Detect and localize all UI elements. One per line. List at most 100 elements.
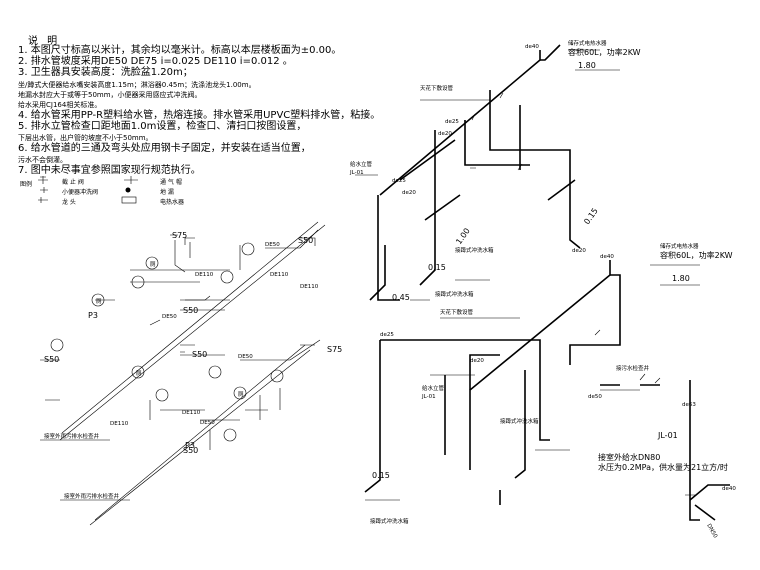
inlet-note: 水压为0.2MPa，供水量为21立方/时 bbox=[598, 462, 728, 472]
pipe-size-label: de40 bbox=[600, 254, 614, 260]
trap-label: P3 bbox=[88, 311, 98, 320]
fixture-icon bbox=[131, 365, 145, 379]
fixture-icon bbox=[155, 388, 169, 402]
ceiling-pipe-note: 天花下敷设管 bbox=[440, 308, 474, 316]
fixture-icon bbox=[131, 275, 145, 289]
fixture-label: 厕 bbox=[136, 370, 142, 377]
note-line: 坐/蹲式大便器给水嘴安装高度1.15m；淋浴器0.45m；洗涤池龙头1.00m。 bbox=[18, 81, 256, 89]
elevation-label: 0.15 bbox=[428, 263, 446, 272]
pipe-size-label: DE110 bbox=[195, 272, 214, 278]
pipe-size-label: de20 bbox=[438, 131, 452, 137]
pipe-label-s50: S50 bbox=[44, 355, 59, 364]
fixture-icon bbox=[91, 293, 105, 307]
note-line: 给水采用CJ164相关标准。 bbox=[18, 101, 102, 109]
trap-icon bbox=[300, 237, 316, 246]
legend-symbols bbox=[38, 176, 138, 204]
fixture-note: 接蹲式冲洗水箱 bbox=[455, 246, 494, 254]
pipe-size-label: de25 bbox=[445, 119, 459, 125]
note-line: 下层出水管，出户管的坡度不小于50mm。 bbox=[18, 134, 153, 142]
water-heater-icon bbox=[121, 196, 137, 204]
riser-label: 给水立管 bbox=[422, 384, 445, 392]
fixture-note: 接蹲式冲洗水箱 bbox=[435, 290, 474, 298]
heater-spec: 容积60L，功率2KW bbox=[568, 47, 641, 57]
pipe-size-label: DN50 bbox=[705, 523, 718, 540]
legend-label: 图例 bbox=[20, 181, 33, 188]
supply-main-lower bbox=[469, 260, 611, 470]
outdoor-manhole-note: 接室外雨污排水检查井 bbox=[64, 492, 120, 500]
fixture-icon bbox=[50, 338, 64, 352]
fixture-icon bbox=[208, 365, 222, 379]
pipe-label-s75: S75 bbox=[327, 345, 342, 354]
pipe-size-label: DE50 bbox=[200, 420, 215, 426]
elevation-label: 0.45 bbox=[392, 293, 410, 302]
legend-item-faucet: 龙 头 bbox=[62, 199, 76, 206]
valve-icon bbox=[594, 329, 661, 384]
fixture-icon bbox=[220, 270, 234, 284]
trap-icon bbox=[180, 344, 315, 353]
trap-icon bbox=[180, 299, 230, 311]
pipe-size-label: DE110 bbox=[270, 272, 289, 278]
heater-spec: 容积60L，功率2KW bbox=[660, 250, 733, 260]
ceiling-pipe-note: 天花下敷设管 bbox=[420, 84, 454, 92]
pipe-size-label: DE50 bbox=[238, 354, 253, 360]
note-line: 7. 图中未尽事宜参照国家现行规范执行。 bbox=[18, 165, 201, 176]
riser-label: JL-01 bbox=[657, 431, 678, 440]
fixture-label: 厕 bbox=[150, 261, 156, 268]
pipe-size-label: DE110 bbox=[182, 410, 201, 416]
pipe-size-label: de20 bbox=[470, 358, 484, 364]
legend-item-vent-cap: 通 气 帽 bbox=[160, 179, 182, 186]
pipe-size-label: de20 bbox=[402, 190, 416, 196]
main-drain-upper bbox=[59, 224, 326, 441]
trap-icon bbox=[170, 234, 195, 245]
urinal-valve-icon bbox=[40, 187, 48, 193]
pipe-size-label: de50 bbox=[588, 394, 602, 400]
pipe-size-label: DE50 bbox=[265, 242, 280, 248]
heater-label: 储存式电热水器 bbox=[660, 242, 699, 250]
riser-label: JL-01 bbox=[421, 394, 436, 400]
legend-item-urinal-valve: 小便器冲洗阀 bbox=[62, 189, 99, 196]
pipe-size-label: DE110 bbox=[300, 284, 319, 290]
note-line: 污水不会倒灌。 bbox=[18, 156, 67, 164]
pipe-label-s75: S75 bbox=[172, 231, 187, 240]
main-drain-lower bbox=[89, 349, 311, 526]
note-line: 5. 排水立管检查口距地面1.0m设置，检查口、清扫口按图设置， bbox=[18, 121, 307, 132]
cleanout-note: 接污水检查井 bbox=[616, 364, 650, 372]
stop-valve-icon bbox=[38, 176, 48, 184]
fixture-label: 厕 bbox=[238, 391, 244, 398]
notes-title: 说 明 bbox=[28, 36, 61, 47]
outdoor-manhole-note: 接室外雨污排水检查井 bbox=[44, 432, 100, 440]
pipe-label-s50: S50 bbox=[192, 350, 207, 359]
supply-system-lower: de40 de25 de20 de50 de63 DN50 储存式电热水器 容积… bbox=[364, 242, 736, 540]
stop-valve-icon bbox=[685, 490, 695, 500]
riser-label: 给水立管 bbox=[350, 160, 373, 168]
elevation-label: 1.80 bbox=[672, 274, 690, 283]
fixture-icon bbox=[223, 428, 237, 442]
pipe-size-label: DE50 bbox=[162, 314, 177, 320]
floor-drain-icon bbox=[125, 187, 131, 193]
heater-label: 储存式电热水器 bbox=[568, 39, 607, 47]
pipe-label-s50: S50 bbox=[183, 306, 198, 315]
pipe-label-s50: S50 bbox=[298, 236, 313, 245]
note-line: 3. 卫生器具安装高度：洗脸盆1.20m； bbox=[18, 67, 193, 78]
valve-icon bbox=[470, 163, 523, 171]
riser-label: JL-01 bbox=[349, 170, 364, 176]
pipe-size-label: de40 bbox=[722, 486, 736, 492]
drainage-system: S75 S50 S50 S50 S50 S75 S50 DE50 DE50 DE… bbox=[40, 221, 342, 526]
elevation-label: 0.15 bbox=[582, 206, 600, 226]
legend-item-water-heater: 电热水器 bbox=[160, 199, 185, 206]
note-line: 4. 给水管采用PP-R塑料给水管，热熔连接。排水管采用UPVC塑料排水管，粘接… bbox=[18, 110, 381, 121]
note-line: 地漏水封应大于或等于50mm，小便器采用感应式冲洗阀。 bbox=[18, 91, 202, 99]
note-line: 2. 排水管坡度采用DE50 DE75 i=0.025 DE110 i=0.01… bbox=[18, 56, 293, 67]
pipe-label-s50: S50 bbox=[183, 446, 198, 455]
legend-item-floor-drain: 地 漏 bbox=[160, 189, 174, 196]
supply-system-upper: de40 de25 de20 de25 de20 de20 储存式电热水器 容积… bbox=[349, 39, 641, 302]
elevation-label: 1.80 bbox=[578, 61, 596, 70]
fixture-note: 接蹲式冲洗水箱 bbox=[370, 517, 409, 525]
fixture-label: 厕 bbox=[96, 298, 102, 305]
note-line: 6. 给水管道的三通及弯头处应用钢卡子固定，并安装在适当位置， bbox=[18, 143, 311, 154]
legend-item-stop-valve: 截 止 阀 bbox=[62, 179, 84, 186]
fixture-note: 接蹲式冲洗水箱 bbox=[500, 417, 539, 425]
pipe-size-label: DE110 bbox=[110, 421, 129, 427]
pipe-size-label: de20 bbox=[572, 248, 586, 254]
